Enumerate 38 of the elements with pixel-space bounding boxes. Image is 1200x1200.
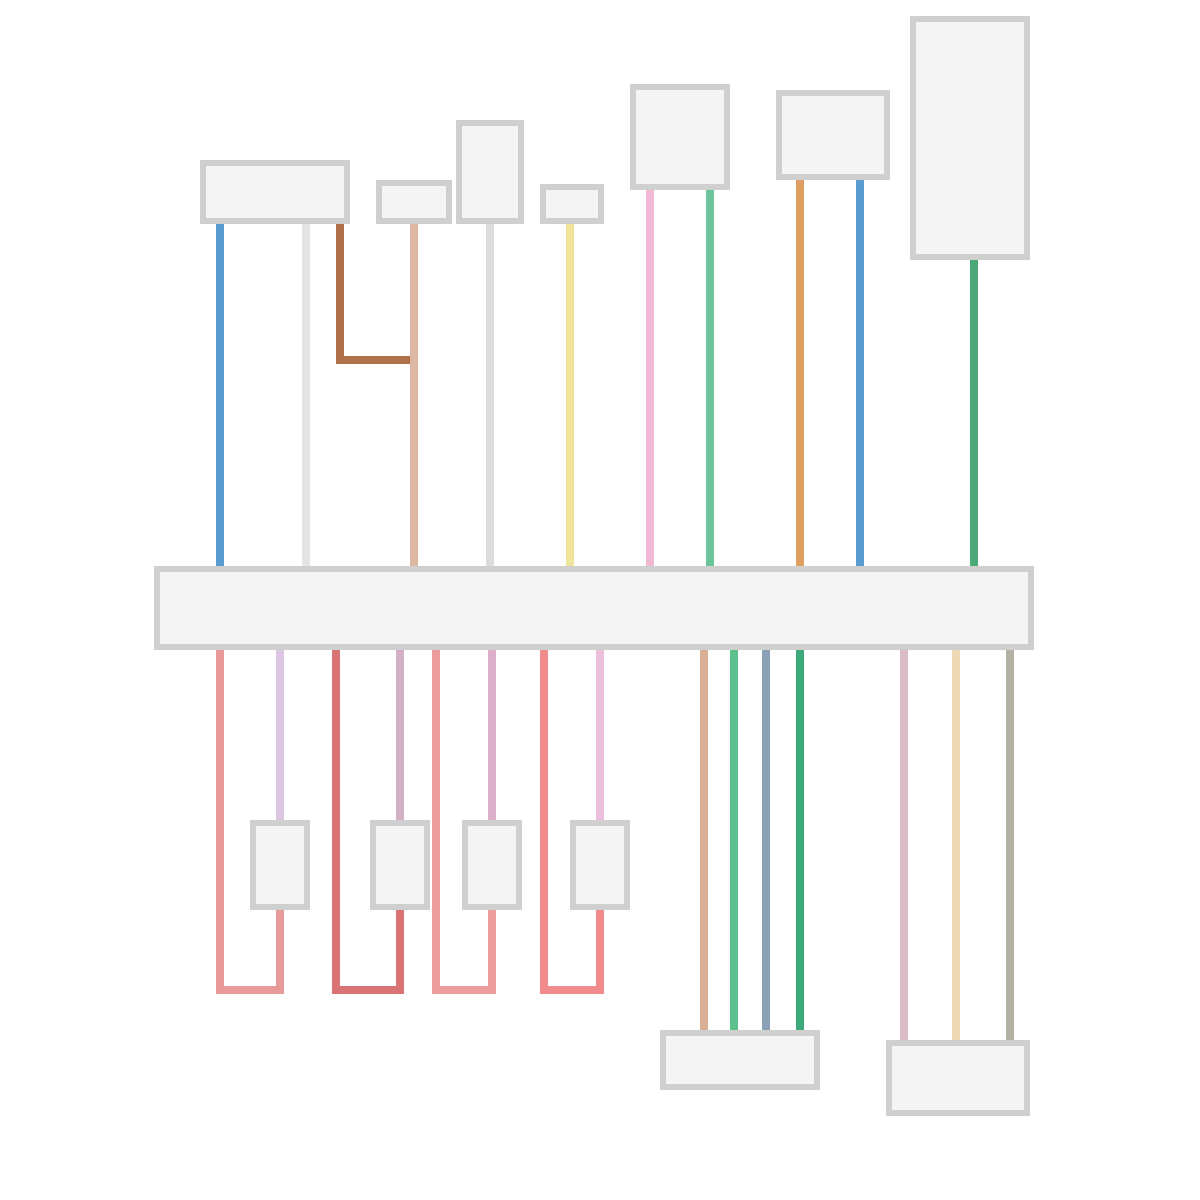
injector-box [462, 820, 522, 910]
wire [856, 180, 864, 566]
wire [646, 190, 654, 566]
component-box [776, 90, 890, 180]
component-box [630, 84, 730, 190]
switch-box [910, 16, 1030, 260]
wire [486, 224, 494, 566]
control-unit-bar [154, 566, 1034, 650]
wire [276, 650, 284, 820]
wire [796, 180, 804, 566]
wire [432, 650, 496, 994]
injector-box [370, 820, 430, 910]
sensor-box [540, 184, 604, 224]
injector-box [570, 820, 630, 910]
wire [596, 650, 604, 820]
wire [332, 650, 404, 994]
wire [396, 650, 404, 820]
sensor-box [200, 160, 350, 224]
injector-box [250, 820, 310, 910]
wire [700, 650, 708, 1030]
wire [216, 224, 224, 566]
sensor-box [376, 180, 452, 224]
wire [216, 650, 284, 994]
wire [762, 650, 770, 1030]
wire [796, 650, 804, 1030]
wire [410, 224, 418, 566]
wire [706, 190, 714, 566]
wire [488, 650, 496, 820]
wire [900, 650, 908, 1040]
wire [540, 650, 604, 994]
wire [970, 260, 978, 566]
connector-box [886, 1040, 1030, 1116]
wire [566, 224, 574, 566]
wire [952, 650, 960, 1040]
wire [730, 650, 738, 1030]
connector-box [660, 1030, 820, 1090]
sensor-box [456, 120, 524, 224]
wire [1006, 650, 1014, 1040]
